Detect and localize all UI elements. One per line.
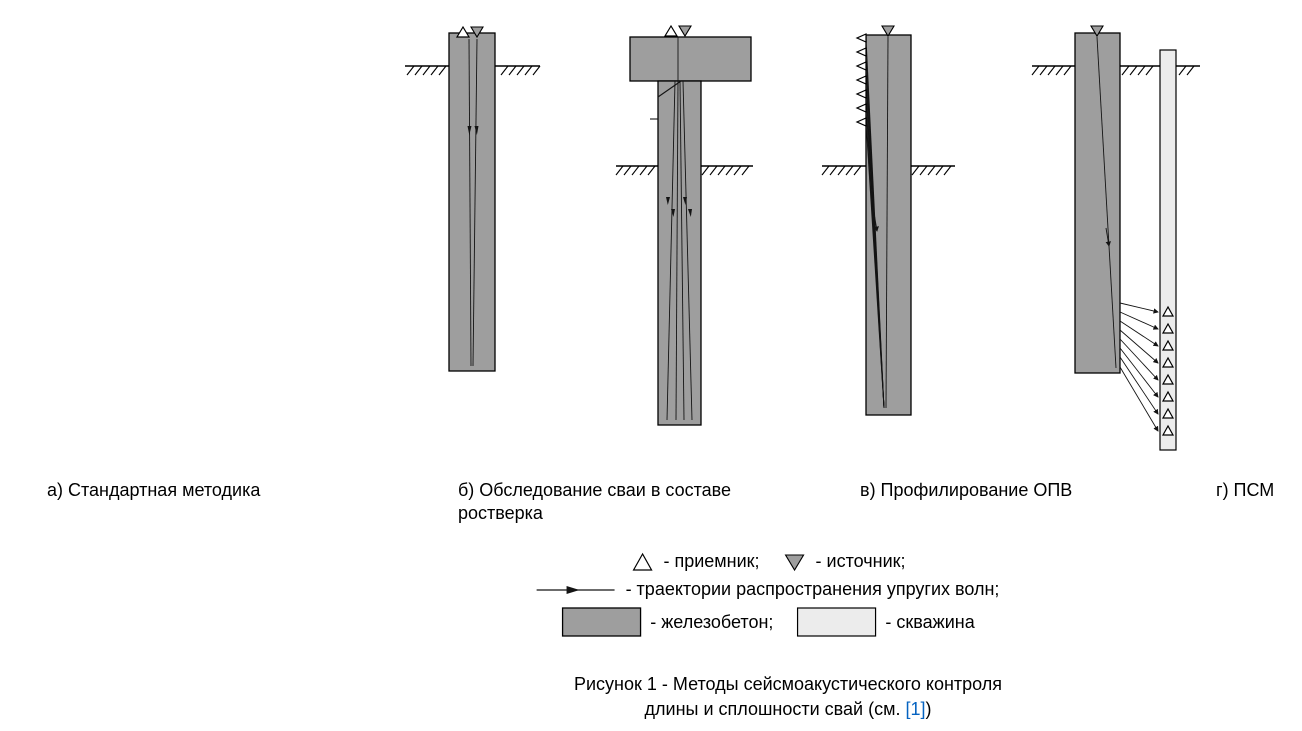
- receiver-icon: [855, 61, 867, 71]
- borehole: [1159, 49, 1177, 451]
- pile-diagrams: [405, 24, 1200, 451]
- receiver-icon: [1161, 322, 1175, 334]
- panel-label-v: в) Профилирование ОПВ: [860, 480, 1073, 500]
- ground-hatch: [821, 165, 952, 176]
- panel-label-a: а) Стандартная методика: [47, 480, 261, 500]
- source-icon: [1090, 25, 1104, 38]
- pile: [657, 80, 702, 426]
- pile: [448, 32, 496, 372]
- receiver-icon: [1161, 356, 1175, 368]
- pile-notch: [650, 80, 682, 120]
- legend-row-sensors: - приемник; - источник;: [630, 551, 906, 572]
- receiver-icon: [632, 552, 653, 571]
- receiver-icon: [1161, 305, 1175, 317]
- source-icon: [678, 25, 692, 38]
- concrete-swatch: [561, 607, 641, 637]
- wave-rays: [666, 37, 693, 421]
- wave-rays: [865, 36, 889, 409]
- receiver-icon: [1161, 373, 1175, 385]
- borehole-swatch: [796, 607, 877, 637]
- diagram-opv-profiling: [821, 25, 955, 416]
- legend-trajectories-label: - траектории распространения упругих вол…: [625, 579, 1000, 599]
- receiver-icon: [663, 24, 679, 37]
- receiver-icon: [1161, 390, 1175, 402]
- reference-link[interactable]: [1]: [905, 699, 926, 720]
- legend-receiver-label: - приемник;: [663, 551, 760, 571]
- receiver-array: [1161, 305, 1175, 436]
- wave-rays: [467, 38, 479, 367]
- receiver-icon: [855, 75, 867, 85]
- figure-caption: Рисунок 1 - Методы сейсмоакустического к…: [574, 672, 1002, 722]
- caption-line2: длины и сплошности свай (см. [1]): [644, 699, 932, 720]
- legend-row-materials: - железобетон; - скважина: [561, 607, 975, 637]
- ground-hatch: [1031, 65, 1195, 76]
- receiver-icon: [855, 47, 867, 57]
- receiver-icon: [1161, 424, 1175, 436]
- panel-label-g: г) ПСМ: [1216, 480, 1275, 500]
- receiver-icon: [855, 103, 867, 113]
- diagram-psm: [1031, 25, 1200, 451]
- caption-line1: Рисунок 1 - Методы сейсмоакустического к…: [573, 674, 1003, 694]
- diagram-pile-cap: [615, 24, 753, 426]
- receiver-array: [855, 33, 867, 127]
- source-icon: [881, 25, 895, 38]
- wave-rays: [1096, 36, 1159, 432]
- diagram-standard-method: [405, 25, 541, 372]
- pile: [1074, 32, 1121, 374]
- panel-label-b: б) Обследование сваи в составе ростверка: [458, 480, 732, 524]
- source-icon: [784, 553, 805, 571]
- receiver-icon: [1161, 339, 1175, 351]
- legend: - приемник; - источник; - траектории рас…: [536, 551, 1000, 637]
- receiver-icon: [855, 117, 867, 127]
- ground-hatch: [406, 65, 541, 76]
- source-icon: [470, 26, 484, 39]
- legend-row-trajectories: - траектории распространения упругих вол…: [536, 579, 1000, 600]
- legend-source-label: - источник;: [815, 551, 906, 571]
- pile-cap: [629, 36, 752, 82]
- receiver-icon: [855, 89, 867, 99]
- ground-hatch: [615, 165, 750, 176]
- legend-concrete-label: - железобетон;: [650, 611, 774, 632]
- legend-borehole-label: - скважина: [885, 611, 975, 632]
- receiver-icon: [455, 25, 471, 38]
- receiver-icon: [1161, 407, 1175, 419]
- wave-trajectory-icon: [536, 585, 615, 594]
- receiver-icon: [855, 33, 867, 43]
